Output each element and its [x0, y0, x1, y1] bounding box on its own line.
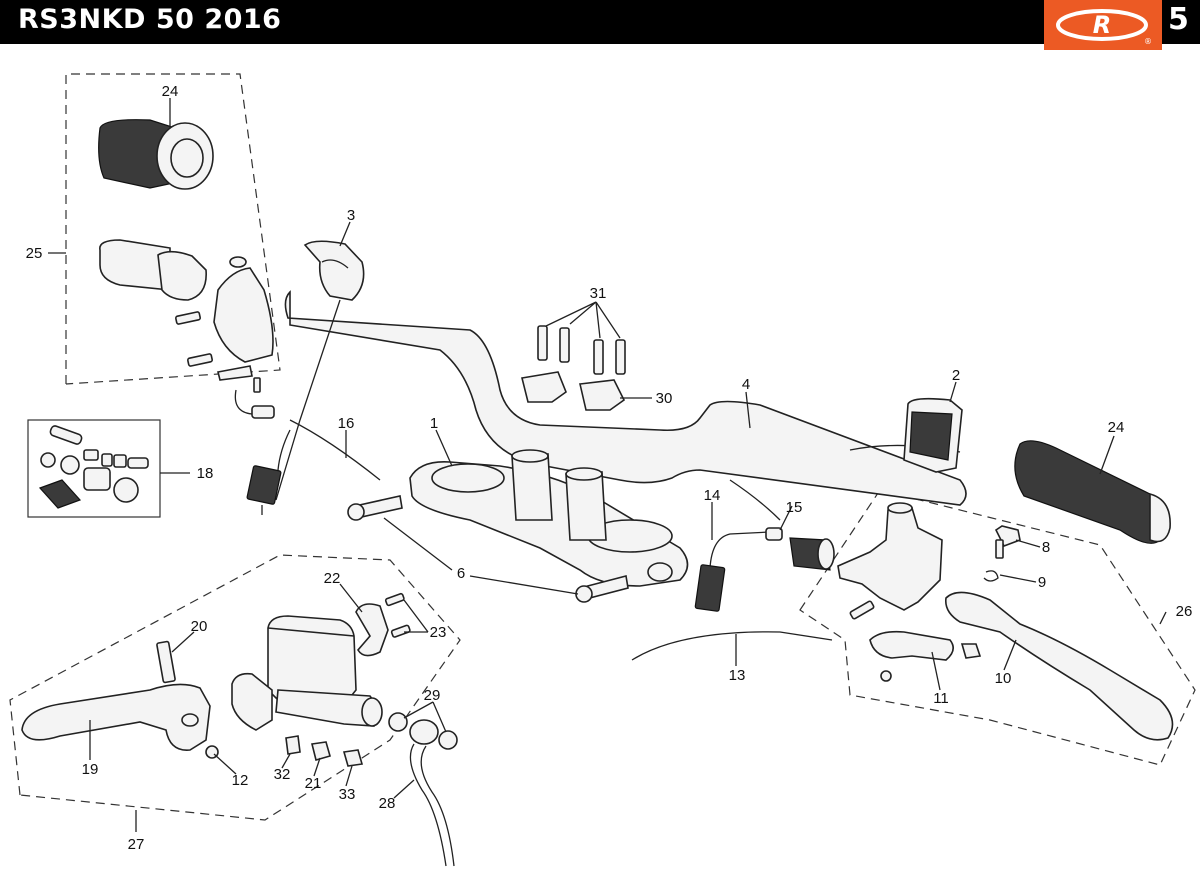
logo-letter: R — [1093, 11, 1111, 39]
callout-8: 8 — [1042, 539, 1050, 556]
switch-21 — [311, 741, 331, 761]
grip-right — [1014, 440, 1171, 544]
washers-29 — [388, 712, 458, 750]
clamp-bolts-31 — [537, 325, 626, 375]
clamp-screws-23 — [384, 592, 411, 638]
brand-logo: R ® — [1044, 0, 1162, 50]
callout-25: 25 — [26, 245, 43, 262]
callout-20: 20 — [191, 618, 208, 635]
clutch-lever-10 — [944, 591, 1174, 741]
group-outline-26 — [799, 489, 1196, 766]
grip-left — [98, 119, 214, 190]
brand-logo-icon: R ® — [1056, 9, 1152, 46]
callout-24-right: 24 — [1108, 419, 1125, 436]
header-bar: RS3NKD 50 2016 R ® 5 — [0, 0, 1200, 50]
group-outline-25 — [65, 73, 281, 385]
screw-8-shank — [995, 539, 1004, 559]
callout-2: 2 — [952, 367, 960, 384]
throttle-housing-upper — [303, 240, 365, 301]
plug-33 — [342, 749, 364, 767]
brake-hose-28 — [409, 719, 455, 867]
handlebar — [284, 290, 967, 506]
callout-19: 19 — [82, 761, 99, 778]
page-title: RS3NKD 50 2016 — [18, 4, 282, 35]
callout-31: 31 — [590, 285, 607, 302]
seal-32 — [285, 735, 301, 755]
switch-housing — [213, 267, 274, 363]
callout-16: 16 — [338, 415, 355, 432]
callout-9: 9 — [1038, 574, 1046, 591]
callout-29: 29 — [424, 687, 441, 704]
page-number: 5 — [1168, 2, 1189, 37]
lever-washer — [880, 670, 892, 682]
clutch-cable-13 — [631, 631, 833, 661]
callout-11: 11 — [933, 690, 949, 707]
callout-13: 13 — [729, 667, 746, 684]
clamp-bolts-6 — [347, 495, 629, 603]
brake-lever-19 — [21, 683, 211, 751]
callout-23: 23 — [430, 624, 447, 641]
switch-wire-16 — [289, 419, 381, 481]
leader-lines — [48, 98, 1167, 832]
housing-cap — [229, 256, 247, 268]
callout-33: 33 — [339, 786, 356, 803]
clutch-switch-connector — [694, 564, 726, 612]
handlebar-clamp-base — [409, 449, 689, 587]
callout-15: 15 — [786, 499, 803, 516]
callout-27: 27 — [128, 836, 145, 853]
lever-nut — [960, 643, 982, 659]
clutch-lever-bracket — [837, 502, 943, 620]
rubber-boot-15 — [765, 527, 835, 571]
switch-connector — [246, 429, 291, 515]
lever-pivot-11 — [869, 630, 954, 661]
callout-22: 22 — [324, 570, 341, 587]
callout-18: 18 — [197, 465, 214, 482]
callout-32: 32 — [274, 766, 291, 783]
cable-elbow — [234, 389, 253, 415]
throttle-tube — [99, 239, 207, 301]
callout-10: 10 — [995, 670, 1012, 687]
exploded-parts-diagram: 24 25 3 31 30 4 2 24 1 16 18 14 15 8 9 6… — [9, 73, 1196, 867]
master-cylinder — [231, 615, 383, 731]
callout-26: 26 — [1176, 603, 1193, 620]
upper-clamps-30 — [521, 371, 626, 411]
mirror-clamp-22 — [355, 603, 389, 657]
callout-30: 30 — [656, 390, 673, 407]
callout-24-left: 24 — [162, 83, 179, 100]
clutch-switch-wire — [709, 531, 771, 569]
lever-pivot-hole — [181, 713, 199, 727]
cable-connector — [251, 405, 275, 419]
throttle-cable — [275, 299, 341, 501]
callout-3: 3 — [347, 207, 355, 224]
callout-4: 4 — [742, 376, 750, 393]
callout-14: 14 — [704, 487, 721, 504]
switch-box-right — [903, 397, 963, 473]
callout-1: 1 — [430, 415, 438, 432]
cable-guide — [729, 479, 781, 521]
spring-9 — [983, 570, 999, 582]
lever-screw-20 — [156, 640, 176, 684]
callout-21: 21 — [305, 775, 322, 792]
callout-12: 12 — [232, 772, 249, 789]
logo-registered-mark: ® — [1144, 37, 1152, 46]
repair-kit-parts — [38, 425, 149, 509]
screws-25 — [175, 311, 261, 393]
callout-6: 6 — [457, 565, 465, 582]
housing-edge — [321, 259, 349, 269]
callout-28: 28 — [379, 795, 396, 812]
